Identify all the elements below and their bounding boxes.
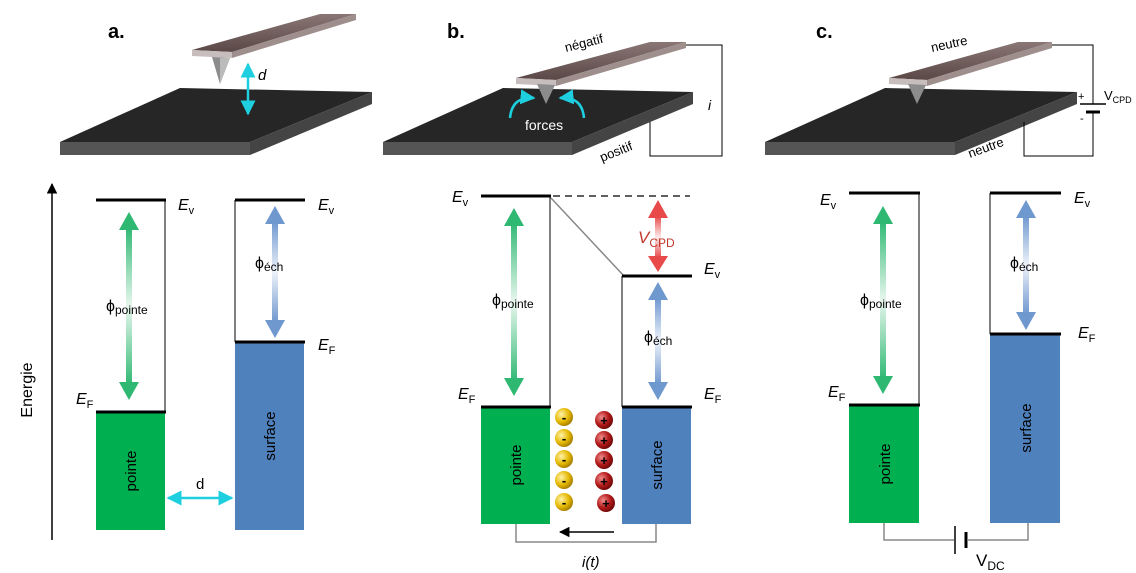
surface-workfunction-arrow — [265, 206, 285, 338]
tip-block-label: pointe — [123, 451, 140, 492]
surface-block-label: surface — [1018, 403, 1035, 452]
tip-ev-label: Ev — [178, 197, 195, 217]
vacuum-level-link — [550, 197, 625, 277]
tip-ev-label: Ev — [820, 192, 837, 212]
positive-sign: + — [600, 433, 608, 448]
negative-charges: - - - - - — [555, 408, 573, 511]
panel-c: c. neutre neutre + - VCPD pointe — [765, 21, 1132, 573]
sample-plate — [383, 88, 693, 155]
surface-block — [622, 407, 691, 524]
positive-charge — [595, 411, 613, 429]
surface-block — [235, 342, 304, 530]
panel-a-label: a. — [108, 21, 125, 43]
cantilever — [889, 42, 1052, 104]
circuit-wire-top — [1052, 44, 1094, 96]
vcpd-label: VCPD — [638, 228, 675, 250]
positive-charge — [595, 431, 613, 449]
tip-block-label: pointe — [508, 445, 525, 486]
tip-block — [96, 412, 165, 530]
battery-minus: - — [1080, 113, 1084, 125]
positive-charge — [597, 494, 615, 512]
phi-sample-label: ϕéch — [644, 329, 672, 348]
tip-workfunction-arrow — [119, 212, 139, 400]
negative-sign: - — [562, 452, 566, 467]
negative-charge — [555, 408, 573, 426]
positive-charges: + + + + + — [595, 411, 615, 512]
surface-block-label: surface — [649, 440, 666, 489]
tip-ef-label: EF — [458, 386, 476, 406]
surface-ev-label: Ev — [318, 197, 335, 217]
cantilever — [516, 42, 686, 104]
panel-a: a. d Energie pointe — [19, 14, 372, 540]
vdc-label: VDC — [976, 551, 1005, 573]
circuit-wire-bottom — [1023, 122, 1094, 157]
negative-sign: - — [562, 410, 566, 425]
surface-ev-label: Ev — [1074, 190, 1091, 210]
distance-label: d — [258, 67, 267, 84]
surface-workfunction-arrow — [648, 282, 668, 400]
surface-block-label: surface — [262, 411, 279, 460]
cantilever-charge-label: négatif — [563, 31, 605, 55]
force-arrow-right — [558, 89, 586, 119]
phi-tip-label: ϕpointe — [860, 292, 902, 311]
negative-sign: - — [562, 431, 566, 446]
surface-ef-label: EF — [318, 337, 336, 357]
negative-charge — [555, 450, 573, 468]
cantilever — [192, 14, 356, 84]
positive-sign: + — [600, 413, 608, 428]
negative-sign: - — [562, 495, 566, 510]
tip-workfunction-arrow — [873, 206, 893, 394]
sample-plate — [765, 88, 1077, 155]
surface-ev-label: Ev — [704, 261, 721, 281]
tip-ev-label: Ev — [452, 189, 469, 209]
tip-ef-label: EF — [828, 384, 846, 404]
phi-tip-label: ϕpointe — [106, 298, 148, 317]
negative-charge — [555, 429, 573, 447]
tip-block — [481, 407, 550, 524]
negative-charge — [555, 493, 573, 511]
sample-plate — [60, 88, 372, 155]
bottom-circuit-wire-right — [968, 523, 1029, 541]
current-time-label: i(t) — [582, 554, 600, 571]
positive-charge — [595, 472, 613, 490]
forces-label: forces — [525, 117, 563, 133]
cantilever-charge-label: neutre — [930, 33, 969, 55]
positive-sign: + — [602, 496, 610, 511]
panel-b: b. négatif positif i forces pointe — [383, 21, 723, 571]
tip-block — [849, 405, 919, 523]
phi-tip-label: ϕpointe — [492, 292, 534, 311]
dc-source-icon — [954, 526, 968, 554]
surface-workfunction-arrow — [1016, 200, 1036, 330]
positive-charge — [595, 451, 613, 469]
force-arrow-left — [508, 89, 536, 119]
current-label: i — [708, 97, 712, 113]
negative-charge — [555, 471, 573, 489]
battery-label: VCPD — [1104, 88, 1132, 105]
bottom-circuit-wire-left — [883, 523, 954, 541]
gap-label: d — [196, 476, 204, 493]
circuit-wire — [649, 44, 723, 157]
vcpd-arrow — [648, 200, 668, 272]
surface-block — [990, 334, 1060, 523]
surface-ef-label: EF — [1078, 325, 1096, 345]
tip-workfunction-arrow — [504, 208, 524, 396]
panel-c-label: c. — [816, 21, 833, 43]
panel-b-label: b. — [447, 21, 465, 43]
battery-plus: + — [1078, 91, 1084, 103]
energy-axis-label: Energie — [19, 362, 36, 417]
phi-sample-label: ϕéch — [255, 255, 283, 274]
positive-sign: + — [600, 474, 608, 489]
phi-sample-label: ϕéch — [1010, 255, 1038, 274]
tip-ef-label: EF — [76, 391, 94, 411]
surface-ef-label: EF — [704, 386, 722, 406]
battery-icon — [1080, 96, 1106, 122]
negative-sign: - — [562, 473, 566, 488]
tip-block-label: pointe — [877, 444, 894, 485]
sample-charge-label: positif — [598, 138, 635, 165]
bottom-circuit-wire — [515, 524, 657, 543]
positive-sign: + — [600, 453, 608, 468]
